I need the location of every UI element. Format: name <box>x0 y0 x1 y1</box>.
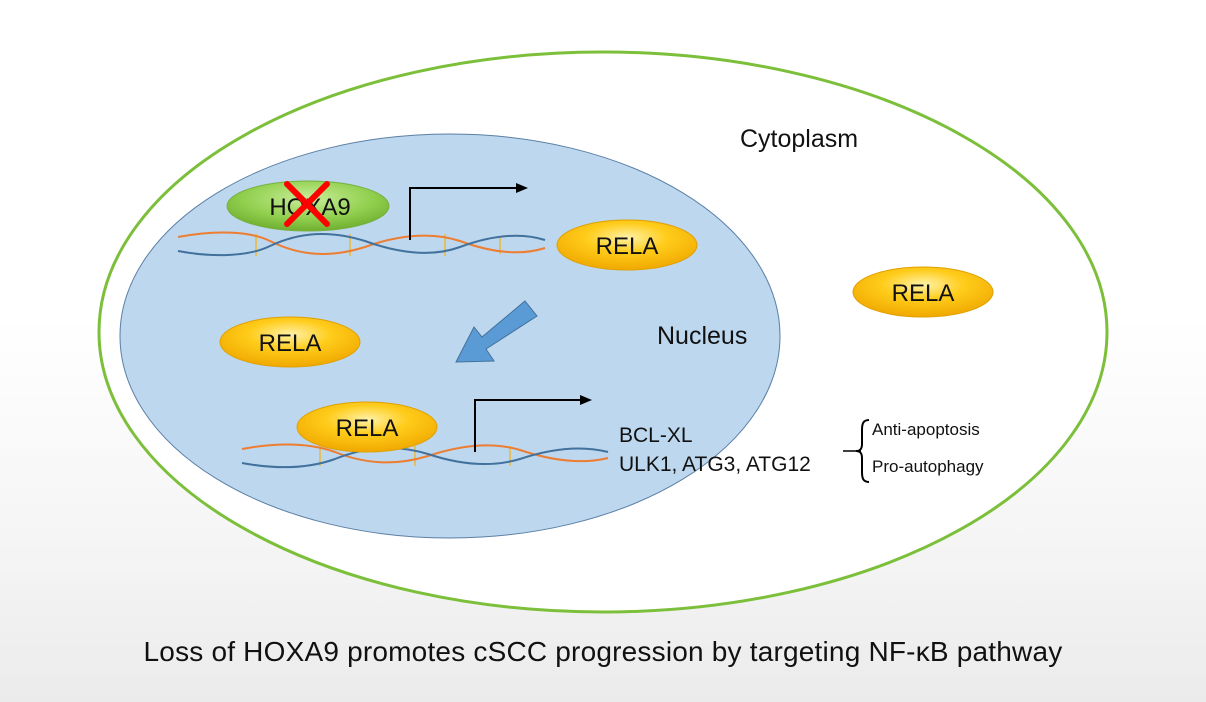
rela-protein-nucleus-top: RELA <box>556 219 698 271</box>
rela-label: RELA <box>596 233 659 260</box>
gene-bclxl-label: BCL-XL <box>619 424 693 447</box>
rela-protein-dna-bound: RELA <box>296 401 438 453</box>
effect-autophagy-label: Pro-autophagy <box>872 457 984 476</box>
rela-protein-cytoplasm: RELA <box>852 266 994 318</box>
nucleus-label: Nucleus <box>657 322 747 350</box>
dna-helix-upper <box>177 231 546 257</box>
transcription-arrow-lower <box>474 395 592 452</box>
cytoplasm-label: Cytoplasm <box>740 125 858 153</box>
gene-autophagy-label: ULK1, ATG3, ATG12 <box>619 453 811 476</box>
transcription-arrow-upper <box>409 183 528 240</box>
block-arrow-icon <box>455 300 538 363</box>
rela-label: RELA <box>259 330 322 357</box>
effect-apoptosis-label: Anti-apoptosis <box>872 420 980 439</box>
dna-helix-lower <box>241 443 609 469</box>
rela-label: RELA <box>892 280 955 307</box>
curly-bracket <box>855 419 870 483</box>
red-x-cross-icon <box>284 181 330 227</box>
figure-caption: Loss of HOXA9 promotes cSCC progression … <box>143 636 1063 667</box>
rela-protein-nucleus-left: RELA <box>219 316 361 368</box>
rela-label: RELA <box>336 415 399 442</box>
